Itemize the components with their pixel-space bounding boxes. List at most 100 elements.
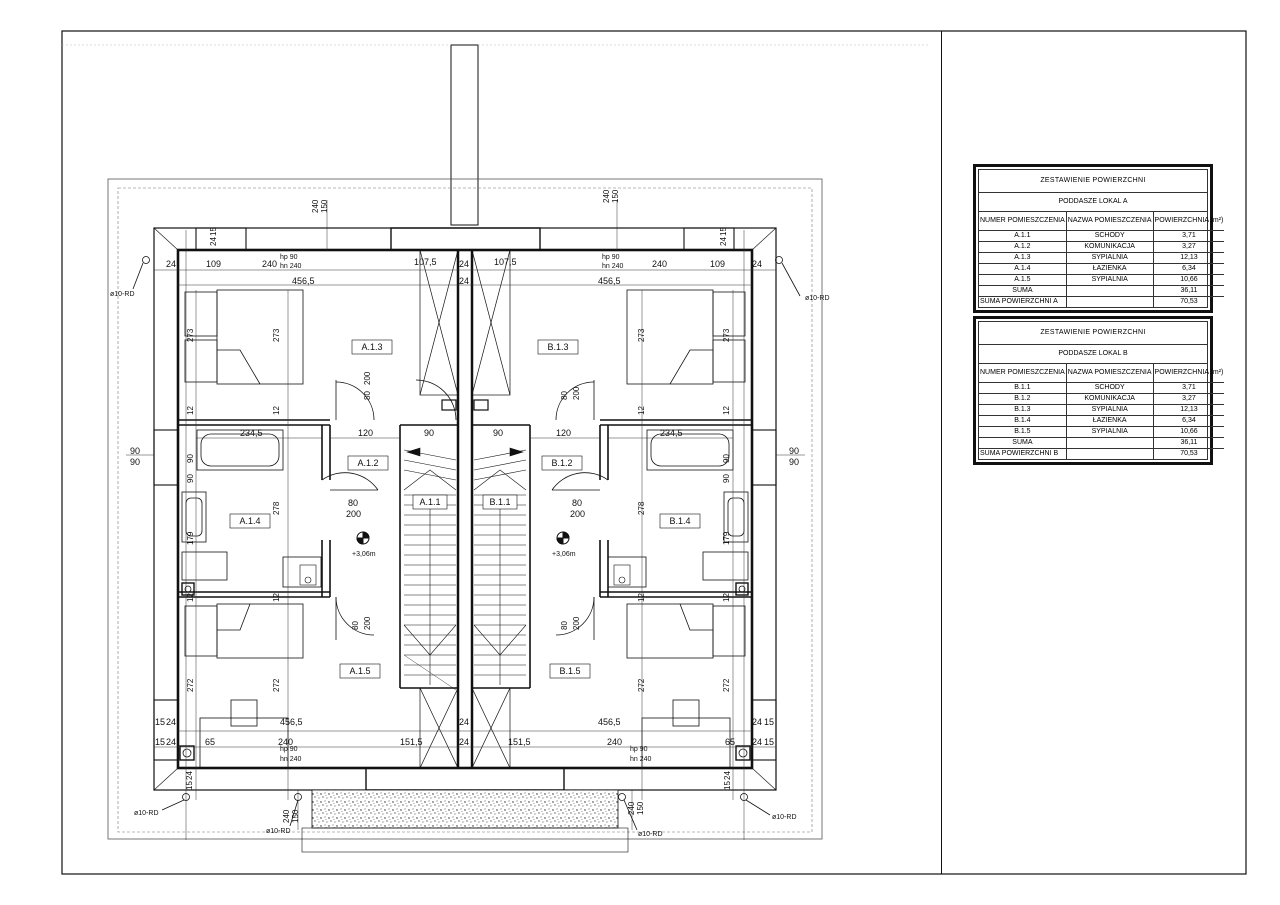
table-cell: 36,11 — [1152, 285, 1225, 297]
dim-107-5-b: 107,5 — [494, 257, 517, 267]
dim-12-b-1: 12 — [637, 406, 646, 415]
dim-80-door-a: 80 — [348, 498, 358, 508]
dim-240-bottom-b: 240 — [607, 737, 622, 747]
dim-90-bath-b-2: 90 — [722, 474, 731, 483]
dim-151-5-b: 151,5 — [508, 737, 531, 747]
table-cell: 3,71 — [1152, 230, 1225, 242]
dim-90-stair-a: 90 — [424, 428, 434, 438]
staircase-b — [473, 447, 527, 685]
dim-200-door-a: 200 — [346, 509, 361, 519]
dim-hn-b: hn 240 — [602, 263, 624, 270]
table-cell: A.1.3 — [979, 252, 1067, 264]
table-row: B.1.3 SYPIALNIA 12,13 — [979, 404, 1225, 416]
dim-15-b-r: 15 — [723, 781, 732, 790]
table-a-grid: NUMER POMIESZCZENIA NAZWA POMIESZCZENIA … — [979, 212, 1225, 307]
dim-150-chimney-a: 150 — [320, 199, 329, 213]
table-row: B.1.4 ŁAZIENKA 6,34 — [979, 415, 1225, 427]
furniture — [179, 289, 751, 769]
dim-90-bath-b: 90 — [722, 454, 731, 463]
dim-234-5-a: 234,5 — [240, 428, 263, 438]
table-cell: A.1.1 — [979, 230, 1067, 242]
dim-273-b-2: 273 — [722, 328, 731, 342]
dim-24-top: 24 — [459, 259, 469, 269]
dim-80-door-b: 80 — [572, 498, 582, 508]
table-cell: SYPIALNIA — [1065, 404, 1154, 416]
table-row: A.1.4 ŁAZIENKA 6,34 — [979, 263, 1225, 275]
doors — [321, 379, 609, 640]
table-row: A.1.1 SCHODY 3,71 — [979, 230, 1225, 242]
table-row: A.1.2 KOMUNIKACJA 3,27 — [979, 241, 1225, 253]
room-label-a13: A.1.3 — [361, 342, 382, 352]
dim-24-bottom-2: 24 — [459, 717, 469, 727]
downpipes — [132, 256, 801, 831]
table-row: B.1.5 SYPIALNIA 10,66 — [979, 426, 1225, 438]
dim-90-right-2: 90 — [789, 457, 799, 467]
dim-273-a-2: 273 — [272, 328, 281, 342]
downpipe-label-5: ø10-RD — [266, 828, 291, 835]
dim-240-chimney-b: 240 — [602, 189, 611, 203]
dim-12-a-2: 12 — [272, 406, 281, 415]
outer-walls — [153, 227, 777, 791]
table-cell: 6,34 — [1152, 263, 1225, 275]
downpipe-label-6: ø10-RD — [638, 831, 663, 838]
level-marker-a — [356, 531, 370, 545]
room-label-a15: A.1.5 — [349, 666, 370, 676]
table-cell: SYPIALNIA — [1065, 252, 1154, 264]
dim-90-right-1: 90 — [789, 446, 799, 456]
dim-24-b-l: 24 — [185, 771, 194, 780]
staircase-a — [403, 447, 457, 691]
room-label-b15: B.1.5 — [559, 666, 580, 676]
area-summary-table-a: ZESTAWIENIE POWIERZCHNI PODDASZE LOKAL A… — [973, 164, 1225, 313]
dim-top-total-a: 456,5 — [292, 276, 315, 286]
dim-240-terrace-b: 240 — [627, 801, 636, 815]
dim-24-right: 24 — [752, 259, 762, 269]
dim-24-left: 24 — [166, 259, 176, 269]
area-summary-table-b: ZESTAWIENIE POWIERZCHNI PODDASZE LOKAL B… — [973, 316, 1225, 465]
table-cell — [1065, 285, 1154, 297]
room-label-a14: A.1.4 — [239, 516, 260, 526]
table-cell: SUMA — [979, 437, 1067, 449]
table-cell: 3,27 — [1152, 393, 1225, 405]
dim-24-tl: 24 — [209, 237, 218, 246]
table-cell: 3,27 — [1152, 241, 1225, 253]
dim-200-v-b-2: 200 — [572, 616, 581, 630]
table-cell: SYPIALNIA — [1065, 426, 1154, 438]
dim-278-b: 278 — [637, 501, 646, 515]
table-b-title: ZESTAWIENIE POWIERZCHNI — [979, 322, 1207, 345]
table-cell-empty — [1065, 448, 1154, 459]
dim-24-top-2: 24 — [459, 276, 469, 286]
table-a-header-area: POWIERZCHNIA (m²) — [1152, 212, 1225, 231]
table-b-total-value: 70,53 — [1152, 448, 1225, 459]
table-cell: B.1.4 — [979, 415, 1067, 427]
table-a-header-number: NUMER POMIESZCZENIA — [979, 212, 1067, 231]
level-text-b: +3,06m — [552, 551, 576, 558]
dim-hp-bottom-a: hp 90 — [280, 746, 298, 753]
table-cell: 10,66 — [1152, 274, 1225, 286]
dim-240-top-b: 240 — [652, 259, 667, 269]
table-cell: B.1.3 — [979, 404, 1067, 416]
table-b-total-label: SUMA POWIERZCHNI B — [979, 448, 1067, 459]
downpipe-label-3: ø10-RD — [134, 810, 159, 817]
dim-150-chimney-b: 150 — [611, 189, 620, 203]
dim-24-br-2: 24 — [752, 737, 762, 747]
dim-240-chimney-a: 240 — [311, 199, 320, 213]
table-cell: 10,66 — [1152, 426, 1225, 438]
party-wall — [456, 250, 474, 768]
dim-90-bath-a-2: 90 — [186, 474, 195, 483]
room-label-b14: B.1.4 — [669, 516, 690, 526]
dim-278-a: 278 — [272, 501, 281, 515]
table-cell: KOMUNIKACJA — [1065, 241, 1154, 253]
dim-15-b-l: 15 — [185, 781, 194, 790]
dim-65-a: 65 — [205, 737, 215, 747]
dim-bottom-total-b: 456,5 — [598, 717, 621, 727]
dim-109-a: 109 — [206, 259, 221, 269]
table-cell: 3,71 — [1152, 382, 1225, 394]
drawing-frame — [61, 30, 1247, 875]
dim-top-total-b: 456,5 — [598, 276, 621, 286]
dim-234-5-b: 234,5 — [660, 428, 683, 438]
dim-90-left-2: 90 — [130, 457, 140, 467]
dim-12-b-2: 12 — [722, 406, 731, 415]
dim-272-a-2: 272 — [272, 678, 281, 692]
dim-hn-a: hn 240 — [280, 263, 302, 270]
